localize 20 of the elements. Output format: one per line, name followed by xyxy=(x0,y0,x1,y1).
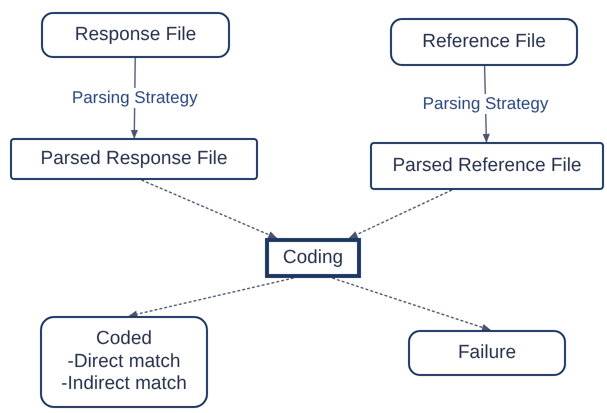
node-text: Coded xyxy=(96,328,152,351)
response-file-box xyxy=(41,12,230,58)
coding-box xyxy=(265,238,361,278)
node-text: Parsed Reference File xyxy=(392,154,582,178)
node-text: Coding xyxy=(282,246,344,270)
node-text: Failure xyxy=(458,342,516,364)
arrow xyxy=(141,179,278,239)
arrow xyxy=(348,189,452,239)
parsed-response-file-box xyxy=(10,138,258,180)
node-text: Response File xyxy=(74,24,196,46)
parsed-reference-file-box xyxy=(370,142,604,190)
arrow xyxy=(332,277,492,331)
coded-result-box xyxy=(40,316,208,408)
arrow xyxy=(128,277,294,318)
failure-box xyxy=(408,330,566,376)
node-text: Reference File xyxy=(422,30,546,54)
node-text: -Direct match xyxy=(68,350,180,374)
node-text: -Indirect match xyxy=(61,373,187,396)
reference-file-box xyxy=(390,18,578,66)
node-text: Parsed Response File xyxy=(40,148,228,170)
